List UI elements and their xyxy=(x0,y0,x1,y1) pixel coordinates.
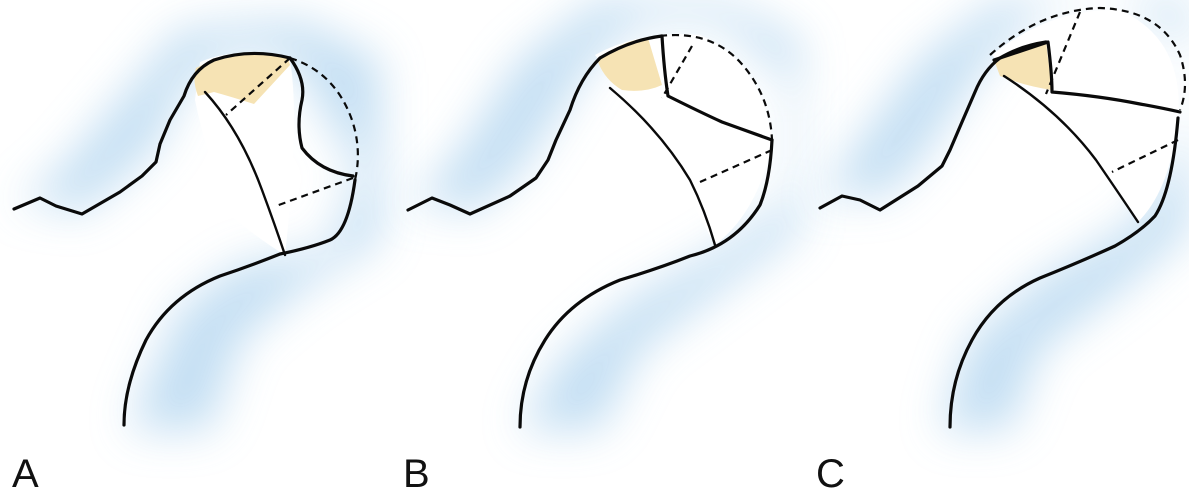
panel-a-label: A xyxy=(12,452,39,496)
panel-c: C xyxy=(815,0,1189,496)
panel-a: A xyxy=(10,20,380,496)
panel-c-label: C xyxy=(816,452,845,496)
panel-b-label: B xyxy=(403,452,430,496)
panel-b: B xyxy=(403,0,800,496)
panel-c-head-interior xyxy=(992,10,1179,222)
